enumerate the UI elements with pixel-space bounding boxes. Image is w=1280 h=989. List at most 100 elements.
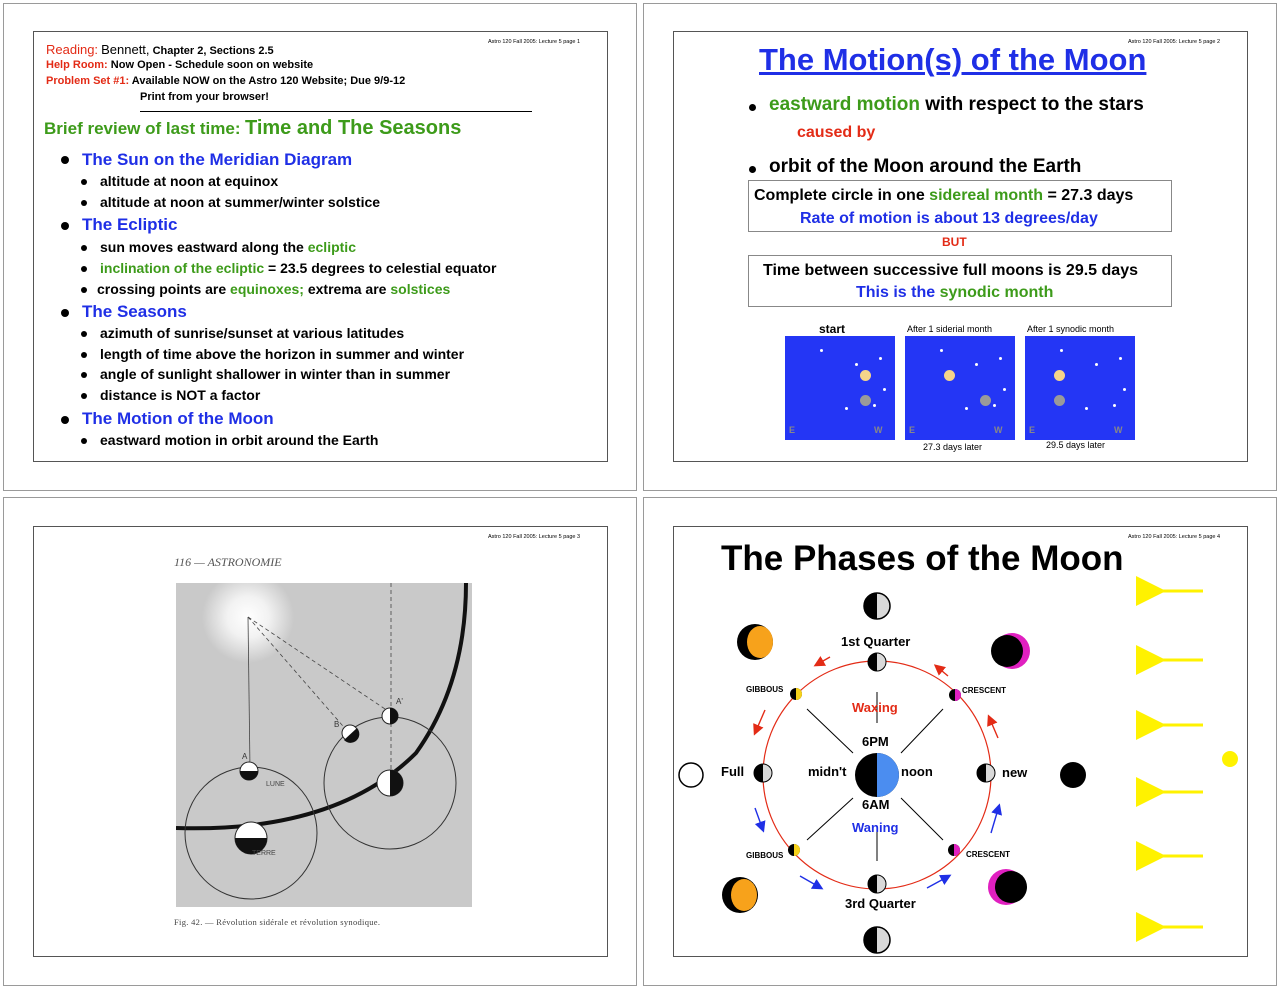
earth-b-disc (376, 769, 404, 797)
west-label: W (1114, 425, 1123, 435)
waning-arrow (754, 807, 766, 833)
star (1085, 407, 1088, 410)
east-label: E (789, 425, 796, 435)
moon-left-icon (753, 763, 773, 783)
sun-disc (860, 370, 871, 381)
caused-by: caused by (797, 124, 876, 141)
bullet (81, 372, 87, 378)
terre-label: TERRE (252, 850, 276, 857)
wrt-stars: with respect to the stars (925, 94, 1144, 115)
eastward-motion: eastward motion (769, 94, 920, 115)
synodic-line: This is the synodic month (856, 284, 1053, 302)
bullet-azimuth: azimuth of sunrise/sunset at various lat… (100, 325, 405, 341)
help-label: Help Room: (46, 59, 108, 71)
heading-seasons: The Seasons (82, 302, 187, 321)
moon-disc (1054, 395, 1065, 406)
star (1095, 363, 1098, 366)
problem-set-text-2: Print from your browser! (140, 91, 269, 103)
bullet-distance: distance is NOT a factor (100, 387, 261, 403)
moon-b-disc (341, 724, 360, 743)
outer-moon-top-icon (863, 592, 891, 620)
sky-panel-sidereal: E W (905, 336, 1015, 440)
waxing-arrow (813, 655, 831, 667)
bullet (81, 287, 87, 293)
bullet (81, 200, 87, 206)
slide-3: Astro 120 Fall 2005: Lecture 5 page 3 11… (33, 526, 608, 957)
help-text: Now Open - Schedule soon on website (110, 59, 314, 71)
days-273: = 27.3 days (1047, 187, 1134, 204)
waxing-arrow (987, 714, 999, 739)
page-label: Astro 120 Fall 2005: Lecture 5 page 1 (488, 39, 581, 45)
star (873, 404, 876, 407)
star (965, 407, 968, 410)
synodic-box (748, 255, 1172, 307)
crossing-text: crossing points are (97, 281, 227, 297)
problem-set-label: Problem Set #1: (46, 75, 130, 87)
reading-line: Reading: Bennett, Chapter 2, Sections 2.… (46, 42, 274, 57)
slide-2: Astro 120 Fall 2005: Lecture 5 page 2 Th… (673, 31, 1248, 462)
bullet-inclination: inclination of the ecliptic = 23.5 degre… (100, 260, 496, 276)
bullet (81, 266, 87, 272)
later-295: 29.5 days later (1046, 440, 1106, 450)
page-label: Astro 120 Fall 2005: Lecture 5 page 4 (1128, 534, 1221, 540)
bullet (749, 166, 756, 173)
full-label: Full (721, 764, 745, 779)
moon-bottomleft-icon (788, 844, 800, 856)
page-label: Astro 120 Fall 2005: Lecture 5 page 2 (1128, 39, 1221, 45)
panel-start-label: start (819, 322, 846, 336)
star (999, 357, 1002, 360)
star (993, 404, 996, 407)
star (1113, 404, 1116, 407)
bullet-eastward: eastward motion in orbit around the Eart… (100, 432, 379, 448)
ecliptic-word: ecliptic (307, 239, 356, 255)
waning-arrow (990, 803, 1002, 834)
moon-disc (980, 395, 991, 406)
bullet-sun-moves: sun moves eastward along the ecliptic (100, 239, 356, 255)
bullet-solstice: altitude at noon at summer/winter solsti… (100, 194, 381, 210)
inclination-word: inclination of the ecliptic (100, 260, 265, 276)
6am-label: 6AM (862, 797, 890, 812)
bullet (61, 416, 69, 424)
sun-disc (1054, 370, 1065, 381)
rate-line: Rate of motion is about 13 degrees/day (800, 210, 1098, 227)
moon-topleft-icon (790, 688, 802, 700)
new-label: new (1002, 765, 1028, 780)
sky-panel-synodic: E W (1025, 336, 1135, 440)
later-273: 27.3 days later (923, 442, 983, 452)
heading-meridian: The Sun on the Meridian Diagram (82, 150, 353, 169)
outer-moon-new-icon (1060, 762, 1086, 788)
outer-moon-gibbous-top-icon (737, 624, 773, 660)
sun-moves-text: sun moves eastward along the (100, 239, 304, 255)
label-a: A (242, 752, 248, 761)
review-label: Brief review of last time: (44, 119, 241, 138)
bullet (61, 156, 69, 164)
sun-icon (1222, 751, 1238, 767)
reading-text: Chapter 2, Sections 2.5 (152, 45, 274, 57)
heading-motion: The Motion of the Moon (82, 409, 274, 428)
midnight-label: midn't (808, 764, 847, 779)
moon-bottom-icon (867, 874, 887, 894)
waning-arrow (799, 875, 824, 890)
divider (140, 111, 532, 112)
engraving-figure (176, 583, 472, 907)
bullet (81, 179, 87, 185)
waxing-label: Waxing (852, 700, 898, 715)
waxing-arrow (933, 664, 949, 677)
moon-right-icon (976, 763, 996, 783)
moon-a2-disc (381, 707, 399, 725)
complete-circle-text: Complete circle in one (754, 187, 925, 204)
star (1003, 388, 1006, 391)
slide-title: The Phases of the Moon (721, 539, 1124, 578)
earth-disc (234, 821, 268, 855)
bullet-angle: angle of sunlight shallower in winter th… (100, 366, 451, 382)
solstices-word: solstices (390, 281, 451, 297)
bullet (61, 309, 69, 317)
gibbous-bottom-label: GIBBOUS (746, 851, 784, 860)
outer-moon-gibbous-bottom-icon (722, 877, 758, 913)
outer-moon-full-icon (678, 762, 704, 788)
third-quarter-label: 3rd Quarter (845, 896, 916, 911)
complete-circle-line: Complete circle in one sidereal month = … (754, 187, 1133, 205)
star (940, 349, 943, 352)
west-label: W (994, 425, 1003, 435)
6pm-label: 6PM (862, 734, 889, 749)
